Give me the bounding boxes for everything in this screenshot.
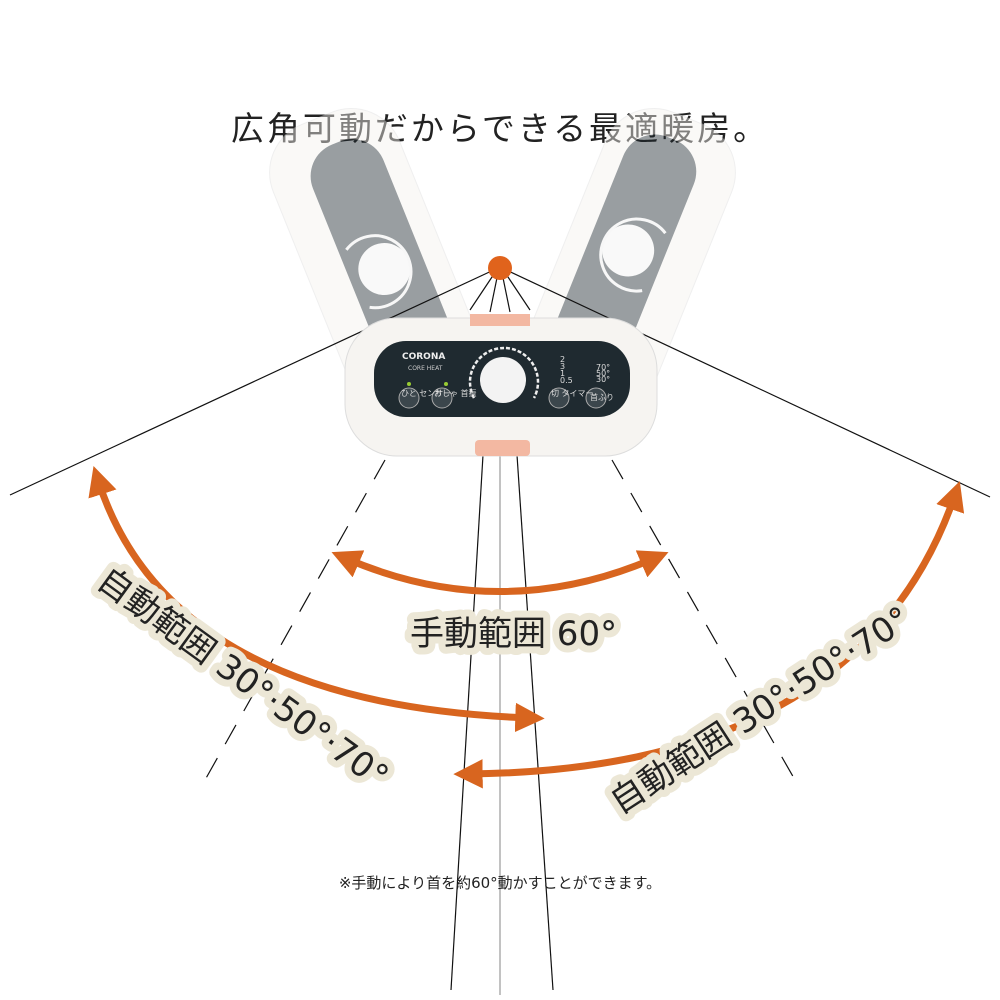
pivot-dot [488, 256, 512, 280]
auto-range-arrow-left [88, 466, 545, 733]
range-arrows [88, 466, 965, 789]
sensor-button[interactable] [398, 387, 420, 409]
angle-label: 首ふり [590, 392, 614, 402]
angle-button[interactable] [585, 387, 607, 409]
angle-option: 50° [596, 369, 610, 378]
swing-button[interactable] [431, 387, 453, 409]
timer-option: 1 [560, 369, 565, 378]
brand-logo: CORONA [402, 352, 445, 362]
timer-option: 3 [560, 362, 565, 371]
auto-range-label-right: 自動範囲 30°·50°·70° [603, 599, 918, 823]
model-name: CORE HEAT [408, 365, 443, 372]
timer-label: 切 タイマー [551, 389, 594, 398]
manual-range-label: 手動範囲 60° [410, 614, 617, 654]
swing-label: おしゃ 首振 [434, 388, 477, 398]
auto-range-arrow-right [453, 481, 965, 789]
angle-option: 70° [596, 363, 610, 372]
temperature-dial[interactable] [480, 357, 526, 403]
heater-front: CORONA CORE HEAT ひと センサー おしゃ 首振 切 タイマー 首… [344, 314, 658, 457]
footnote: ※手動により首を約60°動かすことができます。 [338, 874, 662, 892]
angle-option: 30° [596, 375, 610, 384]
auto-range-label-left: 自動範囲 30°·50°·70° [90, 560, 396, 798]
timer-option: 0.5 [560, 376, 573, 385]
sensor-label: ひと センサー [401, 389, 451, 398]
timer-button[interactable] [548, 387, 570, 409]
timer-option: 2 [560, 355, 565, 364]
